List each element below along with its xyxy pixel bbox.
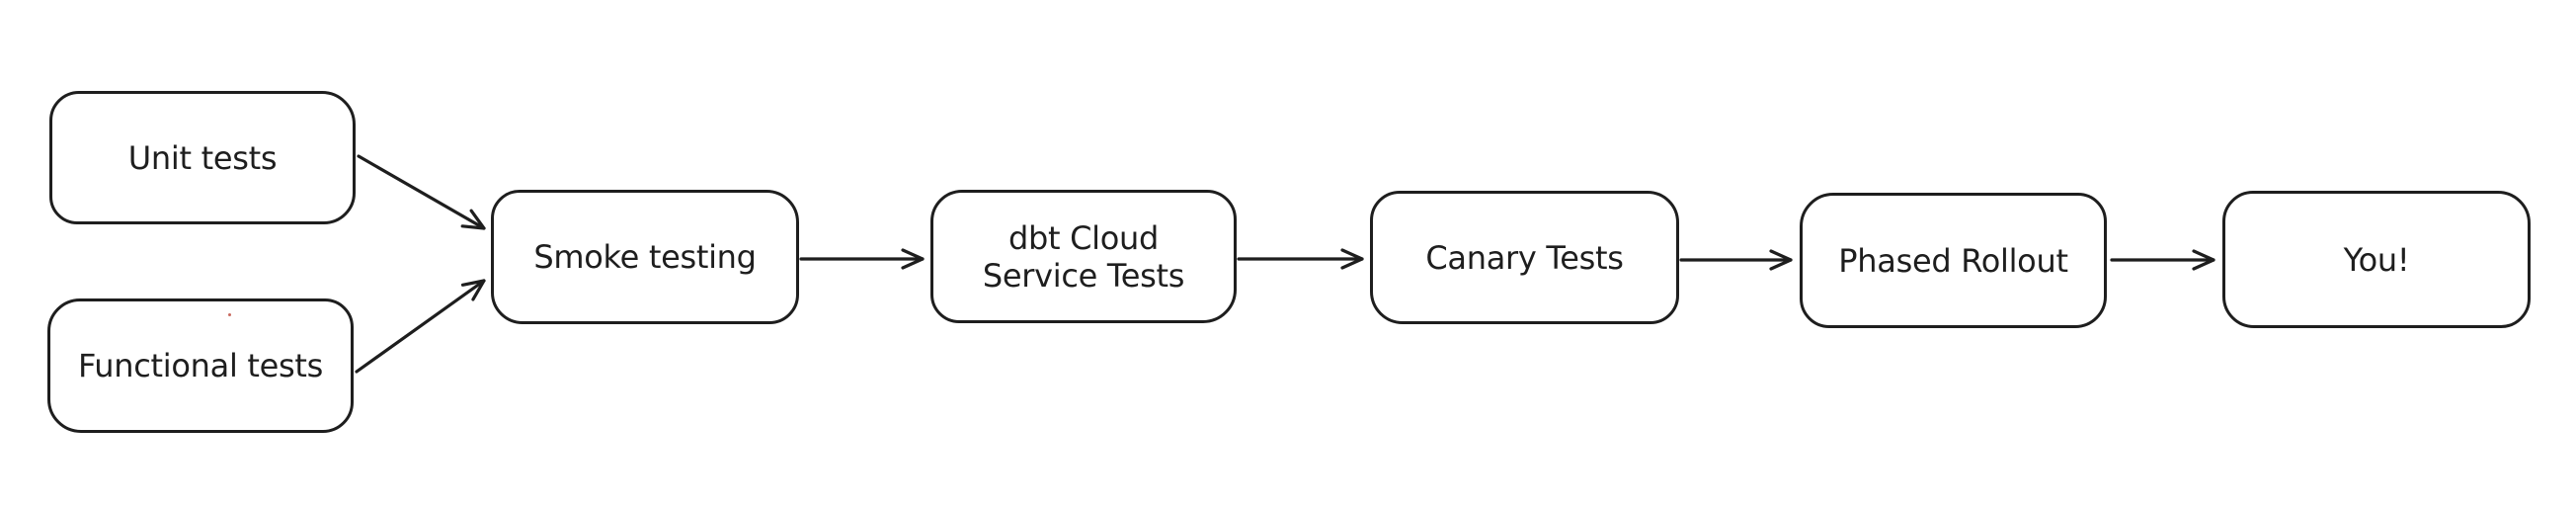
node-functional-tests-label: Functional tests (77, 347, 324, 384)
node-smoke-testing: Smoke testing (491, 190, 799, 324)
node-phased-rollout-label: Phased Rollout (1838, 241, 2068, 280)
node-canary-tests: Canary Tests (1370, 191, 1679, 324)
node-dbt-cloud-service-tests-label: dbt Cloud Service Tests (982, 218, 1185, 295)
node-canary-tests-label: Canary Tests (1425, 238, 1624, 277)
node-functional-tests: Functional tests (47, 298, 354, 433)
arrow-unit-tests-to-smoke-testing (357, 154, 486, 230)
node-you: You! (2222, 191, 2531, 328)
node-dbt-cloud-service-tests: dbt Cloud Service Tests (930, 190, 1237, 323)
node-phased-rollout: Phased Rollout (1800, 193, 2107, 328)
node-unit-tests: Unit tests (49, 91, 356, 224)
stray-red-dot (228, 313, 231, 316)
arrow-functional-tests-to-smoke-testing (355, 279, 486, 374)
node-you-label: You! (2343, 240, 2410, 279)
node-smoke-testing-label: Smoke testing (533, 238, 757, 276)
node-unit-tests-label: Unit tests (127, 138, 278, 177)
